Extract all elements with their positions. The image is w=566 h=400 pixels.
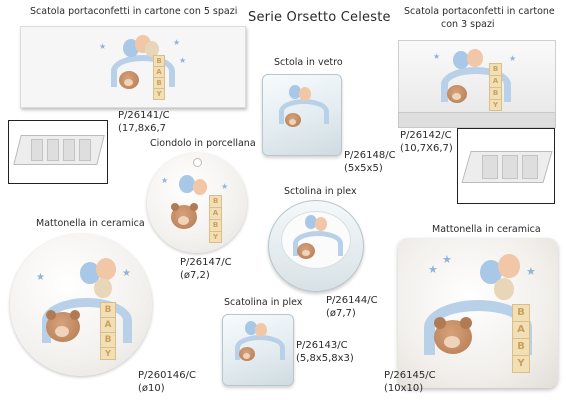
page-title: Serie Orsetto Celeste (248, 10, 391, 25)
size-tile-round: (ø10) (138, 383, 165, 394)
size-glass: (5x5x5) (344, 163, 383, 174)
label-pendant: Ciondolo in porcellana (150, 138, 256, 149)
star-icon: ★ (36, 272, 45, 283)
product-tile-round[interactable]: B A B Y ★ ★ (10, 234, 152, 376)
star-icon: ★ (221, 182, 229, 191)
code-plex-round: P/26144/C (326, 295, 378, 306)
bear-artwork: B A B Y (420, 254, 540, 374)
size-box3: (10,7X6,7) (400, 143, 453, 154)
label-box3-line1: Scatola portaconfetti in cartone (404, 6, 555, 17)
label-tile-round: Mattonella in ceramica (36, 218, 145, 229)
bear-artwork (233, 321, 285, 365)
product-glass-box[interactable] (262, 74, 342, 156)
star-icon: ★ (161, 176, 169, 185)
label-box3-line2: con 3 spazi (441, 19, 495, 30)
product-pendant[interactable]: B A B Y ★ ★ (147, 153, 247, 253)
code-box5: P/26141/C (118, 110, 170, 121)
product-plex-round[interactable] (268, 200, 364, 292)
bear-artwork (291, 215, 343, 263)
size-plex-round: (ø7,7) (326, 308, 356, 319)
inset-box3-open (457, 128, 555, 204)
label-tile-square: Mattonella in ceramica (432, 224, 541, 235)
box3-side (398, 112, 556, 128)
pendant-hole (193, 158, 202, 167)
code-box3: P/26142/C (400, 130, 452, 141)
bear-artwork: B A B Y (34, 258, 134, 360)
star-icon: ★ (99, 42, 107, 51)
size-plex-square: (5,8x5,8x3) (296, 353, 354, 364)
bear-artwork: B A B Y (165, 175, 231, 243)
code-glass: P/26148/C (344, 150, 396, 161)
code-pendant: P/26147/C (180, 257, 232, 268)
size-box5: (17,8x6,7 (118, 123, 166, 134)
code-tile-square: P/26145/C (384, 370, 436, 381)
label-box5: Scatola portaconfetti in cartone con 5 s… (30, 6, 238, 17)
code-tile-round: P/260146/C (138, 370, 196, 381)
product-box3-lid[interactable]: B A B Y ★ ★ (398, 40, 556, 114)
star-icon: ★ (526, 265, 536, 278)
product-tile-square[interactable]: B A B Y ★ ★ ★ (398, 238, 558, 388)
star-icon: ★ (122, 268, 131, 279)
inset-box5-open (8, 120, 108, 184)
size-tile-square: (10x10) (384, 383, 424, 394)
star-icon: ★ (509, 54, 517, 63)
label-glass: Sctola in vetro (274, 57, 343, 68)
star-icon: ★ (428, 263, 438, 276)
bear-artwork: B A B Y (109, 35, 175, 100)
star-icon: ★ (433, 52, 441, 61)
label-plex-round: Sctolina in plex (284, 186, 357, 197)
label-plex-square: Scatolina in plex (224, 297, 303, 308)
bear-artwork: B A B Y (437, 49, 511, 111)
product-box5-lid[interactable]: B A B Y ★ ★ ★ (20, 26, 246, 108)
star-icon: ★ (179, 56, 187, 65)
star-icon: ★ (442, 253, 452, 266)
size-pendant: (ø7,2) (180, 270, 210, 281)
code-plex-square: P/26143/C (296, 340, 348, 351)
bear-artwork (277, 85, 329, 129)
star-icon: ★ (173, 38, 181, 47)
product-plex-square[interactable] (222, 314, 294, 386)
